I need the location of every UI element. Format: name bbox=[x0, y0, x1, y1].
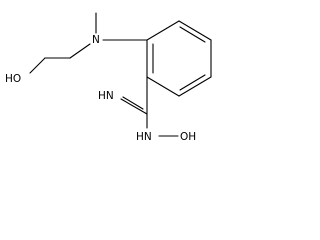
bond-ch2-to-o bbox=[29, 57, 46, 74]
amide-nh-label: HN bbox=[136, 131, 152, 143]
amine-substituent bbox=[29, 12, 148, 74]
ring-bond-5 bbox=[146, 76, 180, 97]
bond-n-to-ch2 bbox=[69, 43, 91, 59]
amidoxime-substituent bbox=[120, 76, 179, 137]
chemical-structure: N HO HN HN OH bbox=[5, 12, 212, 143]
ring-bond-4 bbox=[178, 76, 212, 97]
ring-bond-1 bbox=[146, 20, 180, 41]
ring-bond-2 bbox=[178, 20, 212, 41]
amine-n-label: N bbox=[92, 34, 100, 46]
hydroxyl-label: HO bbox=[5, 73, 21, 85]
imine-label: HN bbox=[98, 90, 114, 102]
benzene-ring bbox=[146, 20, 212, 97]
bond-c-to-imine-double bbox=[122, 96, 144, 110]
hydroxylamine-oh-label: OH bbox=[180, 131, 196, 143]
ring-double-bond-1 bbox=[179, 26, 206, 43]
ring-double-bond-2 bbox=[179, 74, 206, 91]
bond-c-to-imine bbox=[120, 98, 148, 115]
